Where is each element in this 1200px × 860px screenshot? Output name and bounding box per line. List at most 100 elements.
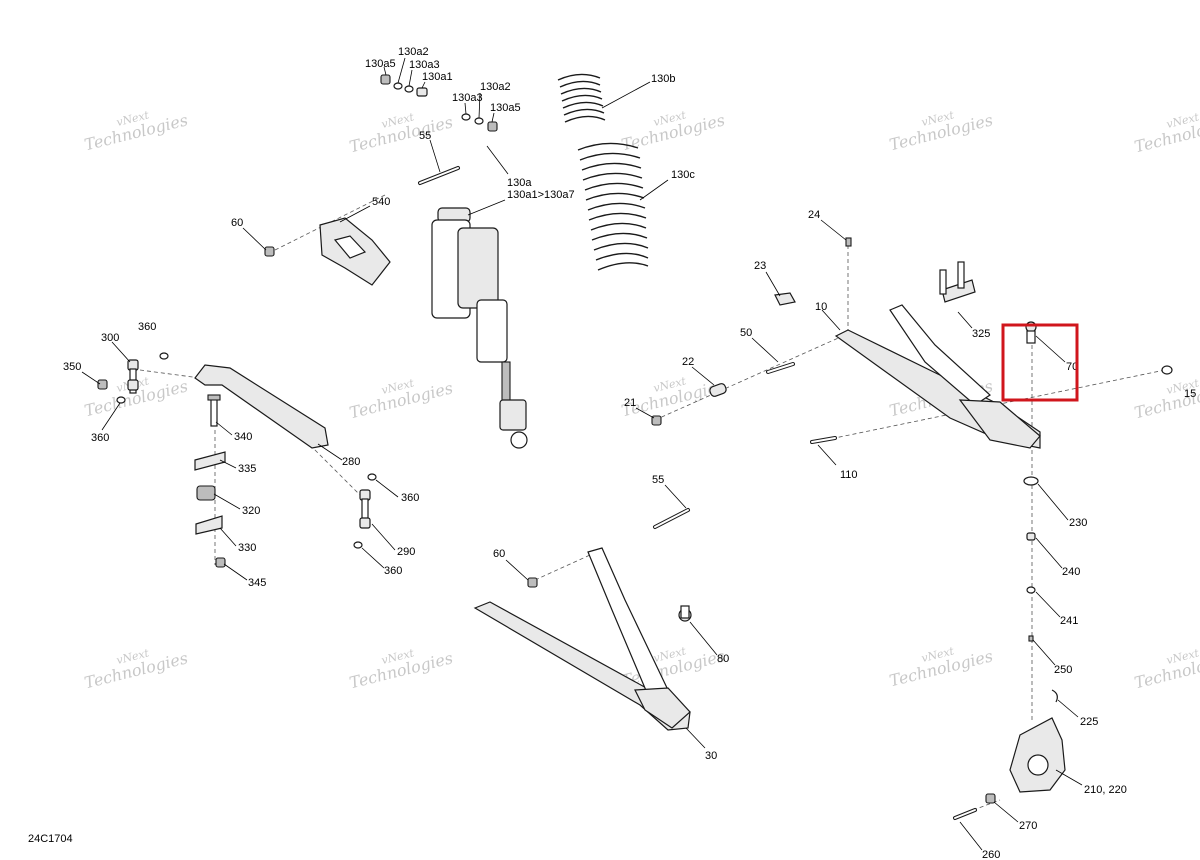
- callout-label: 241: [1060, 615, 1078, 627]
- callout-label: 540: [372, 196, 390, 208]
- callout-label: 225: [1080, 716, 1098, 728]
- watermark-14: vNext Technologies: [887, 644, 994, 690]
- a-arm-ball-mount: [634, 687, 691, 729]
- callout-label: 80: [717, 653, 729, 665]
- watermark-2: vNext Technologies: [347, 110, 454, 156]
- callout-label: 360: [138, 321, 156, 333]
- spring-coil: [557, 73, 606, 123]
- callout-label: 50: [740, 327, 752, 339]
- callout-label: 130a5: [365, 58, 396, 70]
- callout-label: 23: [754, 260, 766, 272]
- callout-label: 210, 220: [1084, 784, 1127, 796]
- bracket-540: [319, 217, 391, 286]
- shock-body: [457, 227, 499, 309]
- clamp-330: [195, 515, 223, 535]
- callout-label: 320: [242, 505, 260, 517]
- callout-label: 130a1>130a7: [507, 189, 575, 201]
- washer-15: [1161, 365, 1173, 375]
- knuckle-hub-bore: [1027, 754, 1049, 776]
- bushing-130a1: [416, 87, 428, 97]
- nut-130a5: [487, 121, 498, 132]
- upper-a-arm-10: [834, 304, 1041, 449]
- washer-360: [353, 541, 363, 549]
- sway-bar-body: [194, 364, 329, 449]
- callout-label: 260: [982, 849, 1000, 860]
- callout-label: 230: [1069, 517, 1087, 529]
- link-300: [127, 359, 139, 394]
- shock-bottom-eye: [510, 431, 528, 449]
- sway-bar-280: [194, 364, 329, 449]
- spring-coil: [577, 142, 649, 271]
- ball-joint-stem: [1026, 330, 1036, 344]
- assembly-line: [534, 554, 591, 581]
- bracket-325-stud: [939, 269, 947, 295]
- bolt-110: [810, 436, 837, 444]
- callout-label: 360: [91, 432, 109, 444]
- shock-absorber: [431, 207, 528, 449]
- a-arm-rear-tube: [889, 304, 991, 406]
- watermark-7: vNext Technologies: [347, 376, 454, 422]
- callout-label: 55: [652, 474, 664, 486]
- washer-241: [1026, 586, 1036, 594]
- callout-label: 130a5: [490, 102, 521, 114]
- callout-label: 270: [1019, 820, 1037, 832]
- spacer-240: [1026, 532, 1036, 541]
- callout-label: 340: [234, 431, 252, 443]
- drawing-code: 24C1704: [28, 833, 73, 845]
- watermark-12: vNext Technologies: [347, 646, 454, 692]
- bolt-55-lower: [653, 508, 690, 529]
- callout-label: 130a3: [452, 92, 483, 104]
- callout-label: 290: [397, 546, 415, 558]
- nut-60-lower: [527, 577, 538, 588]
- ball-joint-80: [678, 605, 692, 622]
- watermark-5: vNext Technologies: [1132, 110, 1200, 156]
- assembly-line: [304, 439, 366, 501]
- bushing-22: [709, 383, 727, 397]
- lower-a-arm-30: [473, 547, 691, 731]
- bracket-325-stud: [957, 261, 965, 289]
- bolt-50: [766, 362, 795, 374]
- callout-label: 360: [401, 492, 419, 504]
- ring-230: [1023, 476, 1039, 486]
- nut-130a5: [380, 74, 391, 85]
- clamp-335: [194, 451, 226, 471]
- callout-label: 30: [705, 750, 717, 762]
- washer-360: [367, 473, 377, 481]
- callout-label: 55: [419, 130, 431, 142]
- washer-360: [159, 352, 169, 360]
- pin-250: [1028, 635, 1034, 642]
- callout-label: 240: [1062, 566, 1080, 578]
- watermark-4: vNext Technologies: [887, 108, 994, 154]
- watermark-1: vNext Technologies: [82, 108, 189, 154]
- nut-24: [845, 237, 852, 247]
- callout-label: 22: [682, 356, 694, 368]
- spring-130c: [577, 142, 649, 271]
- assembly-line: [139, 369, 201, 379]
- callout-label: 130a: [507, 177, 532, 189]
- callout-label: 330: [238, 542, 256, 554]
- bracket-325: [939, 261, 976, 303]
- callout-label: 350: [63, 361, 81, 373]
- callout-label: 250: [1054, 664, 1072, 676]
- callout-label: 24: [808, 209, 820, 221]
- nut-350: [97, 379, 108, 390]
- ball-joint-stem: [680, 605, 690, 619]
- bushing-320: [196, 485, 216, 501]
- callout-label: 325: [972, 328, 990, 340]
- shock-shaft: [501, 361, 511, 403]
- callout-label: 110: [840, 469, 858, 481]
- callout-label: 360: [384, 565, 402, 577]
- callout-label: 130a1: [422, 71, 453, 83]
- link-290: [359, 489, 371, 529]
- watermark-15: vNext Technologies: [1132, 646, 1200, 692]
- callout-label: 21: [624, 397, 636, 409]
- spacer-130a3: [461, 113, 471, 121]
- callout-label: 10: [815, 301, 827, 313]
- leader-lines: [81, 57, 1083, 851]
- shock-lower-body: [476, 299, 508, 363]
- callout-label: 130a2: [480, 81, 511, 93]
- callout-label: 130b: [651, 73, 675, 85]
- bolt-55-upper: [418, 166, 460, 185]
- callout-label: 130a3: [409, 59, 440, 71]
